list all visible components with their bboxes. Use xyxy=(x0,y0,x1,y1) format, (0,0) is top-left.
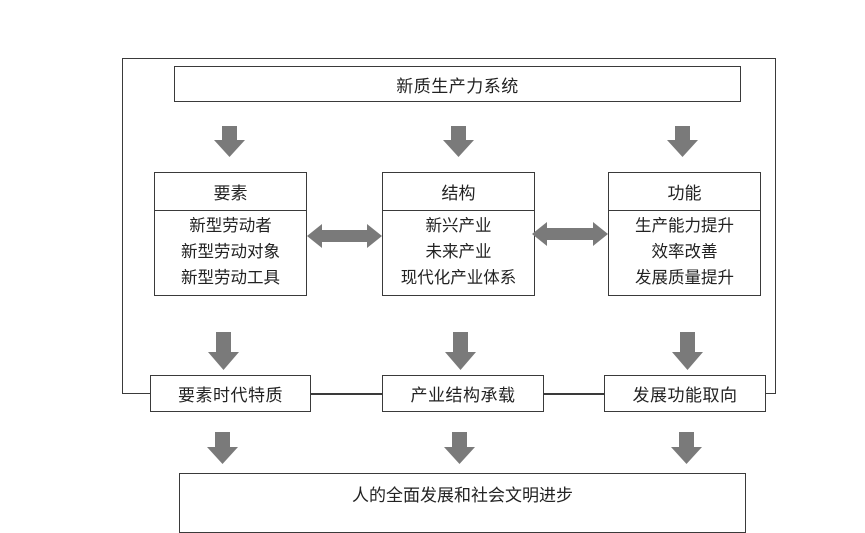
down-arrow-icon xyxy=(444,432,475,464)
elements-heading: 要素 xyxy=(155,173,306,211)
elements-item: 新型劳动对象 xyxy=(181,242,280,261)
output-box-function: 发展功能取向 xyxy=(604,375,766,412)
output-box-elements: 要素时代特质 xyxy=(150,375,311,412)
output-connector xyxy=(544,394,604,395)
structure-heading: 结构 xyxy=(383,173,534,211)
output-connector xyxy=(311,394,382,395)
structure-item: 未来产业 xyxy=(425,242,492,261)
function-item: 发展质量提升 xyxy=(635,268,734,287)
elements-box: 要素 新型劳动者 新型劳动对象 新型劳动工具 xyxy=(154,172,307,296)
structure-item: 现代化产业体系 xyxy=(400,268,517,287)
down-arrow-icon xyxy=(208,332,239,370)
down-arrow-icon xyxy=(214,126,245,157)
system-title: 新质生产力系统 xyxy=(396,76,519,97)
output-label: 发展功能取向 xyxy=(632,386,738,406)
output-label: 产业结构承载 xyxy=(410,386,516,406)
structure-item: 新兴产业 xyxy=(425,216,492,235)
down-arrow-icon xyxy=(667,126,698,157)
structure-box: 结构 新兴产业 未来产业 现代化产业体系 xyxy=(382,172,535,296)
function-item: 生产能力提升 xyxy=(635,216,734,235)
down-arrow-icon xyxy=(671,432,702,464)
double-arrow-icon xyxy=(307,224,382,248)
function-heading: 功能 xyxy=(609,173,760,211)
down-arrow-icon xyxy=(445,332,476,370)
down-arrow-icon xyxy=(672,332,703,370)
function-box: 功能 生产能力提升 效率改善 发展质量提升 xyxy=(608,172,761,296)
elements-item: 新型劳动者 xyxy=(189,216,272,235)
output-label: 要素时代特质 xyxy=(178,386,283,406)
double-arrow-icon xyxy=(532,222,608,246)
system-title-box: 新质生产力系统 xyxy=(174,66,741,102)
down-arrow-icon xyxy=(207,432,238,464)
function-item: 效率改善 xyxy=(651,242,718,261)
output-box-structure: 产业结构承载 xyxy=(382,375,544,412)
down-arrow-icon xyxy=(443,126,474,157)
elements-item: 新型劳动工具 xyxy=(181,268,280,287)
arrows-layer xyxy=(207,126,703,464)
